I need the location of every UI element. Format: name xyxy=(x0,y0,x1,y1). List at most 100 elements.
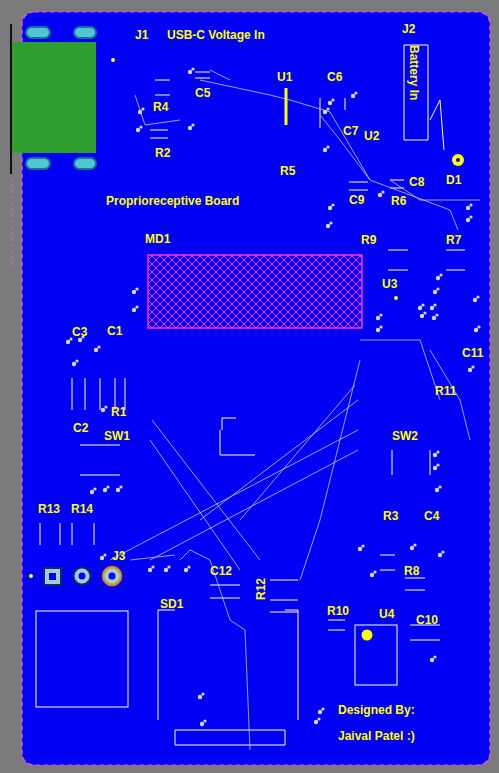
via xyxy=(132,287,139,294)
via-ring xyxy=(66,340,70,344)
silkscreen-label: C5 xyxy=(195,86,210,100)
via-ring xyxy=(328,206,332,210)
via-ring xyxy=(103,553,106,556)
via-ring xyxy=(200,722,204,726)
via-ring xyxy=(331,98,334,101)
via-ring xyxy=(473,298,477,302)
via-ring xyxy=(188,126,192,130)
silkscreen-label: R12 xyxy=(254,578,268,600)
via-ring xyxy=(361,544,364,547)
via xyxy=(116,485,123,492)
via xyxy=(410,543,417,550)
via xyxy=(430,303,437,310)
via-ring xyxy=(141,107,144,110)
via-ring xyxy=(433,303,436,306)
via xyxy=(314,717,321,724)
silkscreen-label: D1 xyxy=(446,173,461,187)
silkscreen-label: Proprioreceptive Board xyxy=(106,194,239,208)
silkscreen-label: U1 xyxy=(277,70,292,84)
via-ring xyxy=(351,94,355,98)
via xyxy=(103,485,110,492)
via-ring xyxy=(323,110,327,114)
silkscreen-label: C12 xyxy=(210,564,232,578)
usb-mount-pads xyxy=(26,27,96,169)
via xyxy=(468,365,475,372)
via-ring xyxy=(72,362,76,366)
via-ring xyxy=(469,203,472,206)
via-ring xyxy=(430,658,434,662)
via-ring xyxy=(184,568,188,572)
via-ring xyxy=(321,707,324,710)
via-ring xyxy=(376,316,380,320)
via xyxy=(418,303,425,310)
via-ring xyxy=(373,570,376,573)
silkscreen-label: C6 xyxy=(327,70,342,84)
via-ring xyxy=(438,485,441,488)
via xyxy=(100,553,107,560)
silkscreen-label: Battery In xyxy=(407,45,421,100)
via xyxy=(376,313,383,320)
silkscreen-label: C11 xyxy=(462,346,483,360)
via-ring xyxy=(370,573,374,577)
via-ring xyxy=(326,107,329,110)
via xyxy=(370,570,377,577)
silkscreen-label: USB-C Voltage In xyxy=(167,28,265,42)
via xyxy=(72,359,79,366)
via-ring xyxy=(326,145,329,148)
silkscreen-label: R4 xyxy=(153,100,168,114)
silkscreen-label: C10 xyxy=(416,613,438,627)
via xyxy=(433,287,440,294)
via-ring xyxy=(103,488,107,492)
via-ring xyxy=(148,568,152,572)
via-ring xyxy=(93,487,96,490)
component-outlines xyxy=(36,45,465,745)
via-ring xyxy=(466,206,470,210)
via-ring xyxy=(323,148,327,152)
via xyxy=(94,345,101,352)
via-ring xyxy=(317,717,320,720)
via xyxy=(164,565,171,572)
pin1-markers xyxy=(111,58,464,641)
silkscreen-label: R10 xyxy=(327,604,349,618)
via xyxy=(466,203,473,210)
via-ring xyxy=(101,408,105,412)
via-ring xyxy=(376,328,380,332)
via xyxy=(184,565,191,572)
via-ring xyxy=(432,316,436,320)
via xyxy=(433,450,440,457)
via-ring xyxy=(318,710,322,714)
silkscreen-label: C1 xyxy=(107,324,122,338)
via-ring xyxy=(379,313,382,316)
via-ring xyxy=(100,556,104,560)
via-ring xyxy=(328,101,332,105)
via-ring xyxy=(188,70,192,74)
via xyxy=(323,107,330,114)
via-ring xyxy=(151,565,154,568)
via xyxy=(438,550,445,557)
via-ring xyxy=(433,466,437,470)
via xyxy=(430,655,437,662)
via xyxy=(198,692,205,699)
via xyxy=(66,337,73,344)
via-ring xyxy=(358,547,362,551)
via-ring xyxy=(423,311,426,314)
usb-edge xyxy=(10,24,12,174)
via xyxy=(358,544,365,551)
via xyxy=(132,305,139,312)
silkscreen-label: R2 xyxy=(155,146,170,160)
via-ring xyxy=(469,215,472,218)
via-ring xyxy=(104,405,107,408)
via-ring xyxy=(439,273,442,276)
via-ring xyxy=(476,295,479,298)
via-ring xyxy=(436,287,439,290)
via-ring xyxy=(413,543,416,546)
via-ring xyxy=(329,221,332,224)
via-ring xyxy=(410,546,414,550)
via-ring xyxy=(191,123,194,126)
via xyxy=(318,707,325,714)
via-ring xyxy=(164,568,168,572)
via xyxy=(148,565,155,572)
via xyxy=(435,485,442,492)
via-ring xyxy=(167,565,170,568)
